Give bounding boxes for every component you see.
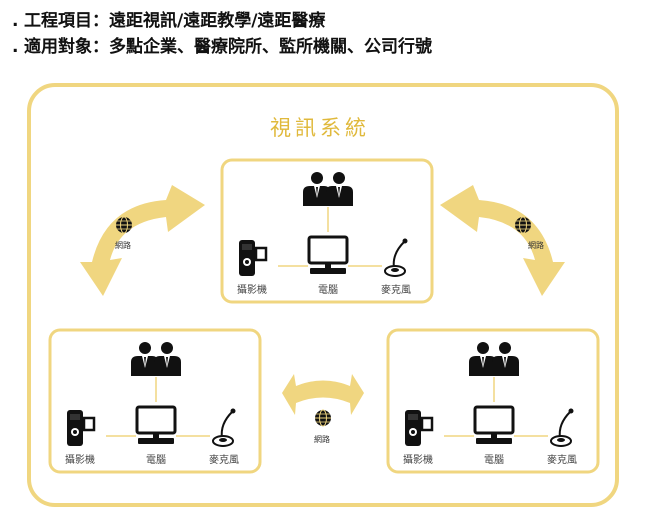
- bullet-audience: .適用對象：多點企業、醫療院所、監所機關、公司行號: [12, 37, 432, 57]
- arrow-left: [80, 185, 205, 296]
- bullet-list: .工程項目：遠距視訊/遠距教學/遠距醫療 .適用對象：多點企業、醫療院所、監所機…: [12, 8, 432, 60]
- microphone-label: 麥克風: [547, 453, 577, 466]
- site-bottom-right: 攝影機 電腦 麥克風: [386, 328, 600, 474]
- computer-icon: [307, 235, 349, 276]
- network-label-bottom: 網路: [314, 434, 330, 444]
- computer-label: 電腦: [484, 453, 504, 466]
- bullet-project: .工程項目：遠距視訊/遠距教學/遠距醫療: [12, 11, 326, 31]
- microphone-label: 麥克風: [209, 453, 239, 466]
- outer-frame: [27, 83, 619, 507]
- arrow-bottom: [282, 374, 364, 415]
- globe-icon: [514, 216, 532, 234]
- globe-icon: [115, 216, 133, 234]
- computer-label: 電腦: [146, 453, 166, 466]
- computer-label: 電腦: [318, 283, 338, 296]
- camera-label: 攝影機: [403, 453, 433, 466]
- computer-icon: [135, 405, 177, 446]
- site-bottom-left: 攝影機 電腦 麥克風: [48, 328, 262, 474]
- computer-icon: [473, 405, 515, 446]
- network-label-left: 網路: [115, 240, 131, 250]
- network-label-right: 網路: [528, 240, 544, 250]
- site-top: 攝影機 電腦 麥克風: [220, 158, 434, 304]
- camera-label: 攝影機: [237, 283, 267, 296]
- camera-label: 攝影機: [65, 453, 95, 466]
- microphone-label: 麥克風: [381, 283, 411, 296]
- diagram-title: 視訊系統: [270, 116, 370, 140]
- arrow-right: [440, 185, 565, 296]
- globe-icon: [314, 409, 332, 427]
